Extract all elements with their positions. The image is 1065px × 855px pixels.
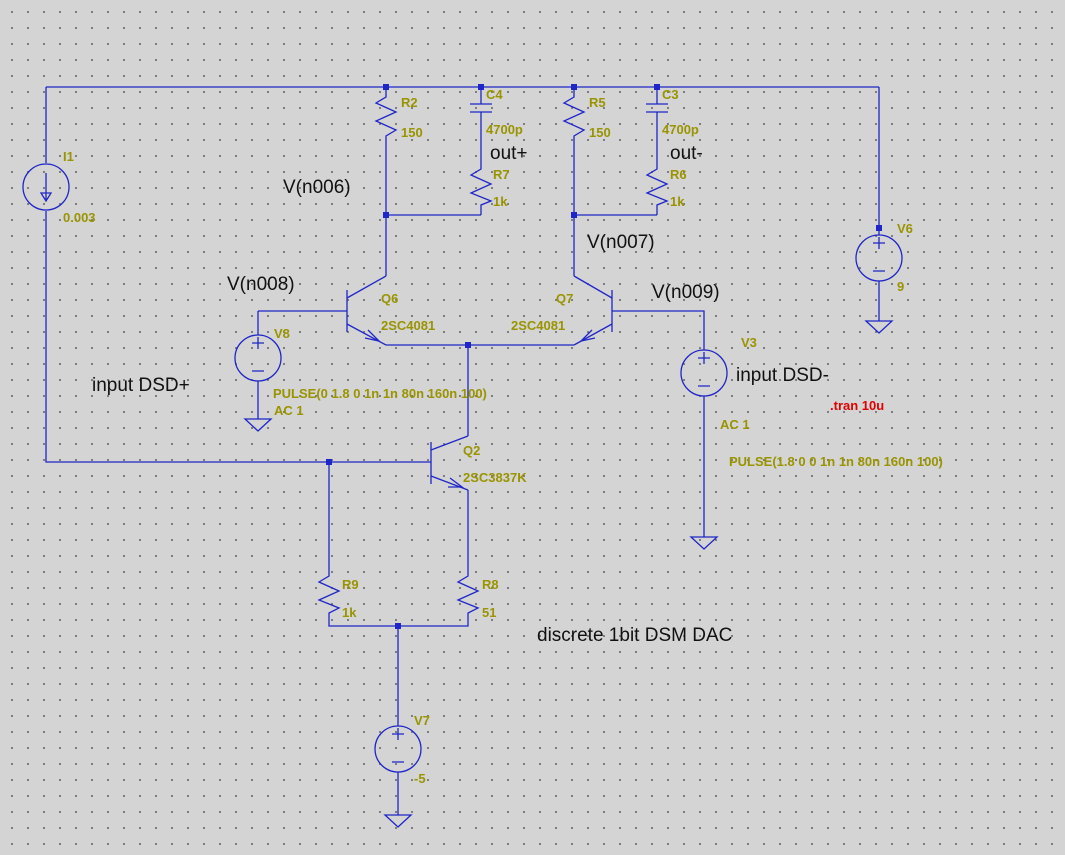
r7-name: R7 — [493, 167, 510, 182]
resistor-r2[interactable] — [374, 92, 398, 145]
capacitor-c4[interactable] — [470, 103, 492, 113]
voltage-source-v6[interactable] — [855, 234, 903, 282]
v7-value: -5 — [414, 771, 426, 786]
i1-name: I1 — [63, 149, 74, 164]
q2-name: Q2 — [463, 443, 480, 458]
c3-value: 4700p — [662, 122, 699, 137]
junction-dot — [478, 84, 484, 90]
input-dsd-plus-label: input DSD+ — [92, 375, 190, 396]
v8-ac: AC 1 — [274, 403, 304, 418]
q7-model: 2SC4081 — [511, 318, 565, 333]
voltage-source-v3[interactable] — [680, 349, 728, 397]
out-minus-label: out- — [670, 143, 703, 164]
ground-v6[interactable] — [864, 320, 894, 334]
schematic-title: discrete 1bit DSM DAC — [537, 625, 732, 646]
v6-value: 9 — [897, 279, 904, 294]
voltage-source-v8[interactable] — [234, 334, 282, 382]
r6-name: R6 — [670, 167, 687, 182]
r2-name: R2 — [401, 95, 418, 110]
v3-ac: AC 1 — [720, 417, 750, 432]
r5-name: R5 — [589, 95, 606, 110]
junctions — [326, 84, 882, 629]
resistor-r9[interactable] — [317, 571, 341, 618]
resistor-r6[interactable] — [645, 164, 669, 210]
r6-value: 1k — [670, 194, 685, 209]
v8-value: PULSE(0 1.8 0 1n 1n 80n 160n 100) — [273, 386, 487, 401]
junction-dot — [571, 84, 577, 90]
transistor-q6[interactable] — [346, 275, 387, 346]
r5-value: 150 — [589, 125, 611, 140]
transistor-q2[interactable] — [430, 435, 469, 491]
c4-value: 4700p — [486, 122, 523, 137]
input-dsd-minus-label: input DSD- — [736, 365, 829, 386]
net-n007-label: V(n007) — [587, 232, 655, 253]
wires — [45, 86, 880, 815]
ground-v3[interactable] — [689, 536, 719, 550]
junction-dot — [383, 212, 389, 218]
capacitor-c3[interactable] — [646, 103, 668, 113]
current-source-i1[interactable] — [22, 163, 70, 211]
c4-name: C4 — [486, 87, 503, 102]
wire-i1-bottom[interactable] — [45, 211, 431, 463]
r2-value: 150 — [401, 125, 423, 140]
voltage-source-v7[interactable] — [374, 725, 422, 773]
junction-dot — [465, 342, 471, 348]
v3-value: PULSE(1.8 0 0 1n 1n 80n 160n 100) — [729, 454, 943, 469]
r9-value: 1k — [342, 605, 357, 620]
c3-name: C3 — [662, 87, 679, 102]
junction-dot — [654, 84, 660, 90]
ground-v8[interactable] — [243, 418, 273, 432]
net-n008-label: V(n008) — [227, 274, 295, 295]
net-n006-label: V(n006) — [283, 177, 351, 198]
r8-value: 51 — [482, 605, 496, 620]
out-plus-label: out+ — [490, 143, 528, 164]
r9-name: R9 — [342, 577, 359, 592]
v8-name: V8 — [274, 326, 290, 341]
wire-q7-base[interactable] — [612, 310, 705, 350]
junction-dot — [395, 623, 401, 629]
spice-directive[interactable]: .tran 10u — [830, 398, 884, 413]
q7-name: Q7 — [556, 291, 573, 306]
junction-dot — [383, 84, 389, 90]
ground-v7[interactable] — [383, 814, 413, 828]
net-n009-label: V(n009) — [652, 282, 720, 303]
resistor-r8[interactable] — [456, 571, 480, 618]
v7-name: V7 — [414, 713, 430, 728]
junction-dot — [571, 212, 577, 218]
junction-dot — [326, 459, 332, 465]
r7-value: 1k — [493, 194, 508, 209]
transistor-q7[interactable] — [573, 275, 613, 346]
v6-name: V6 — [897, 221, 913, 236]
junction-dot — [876, 225, 882, 231]
q6-name: Q6 — [381, 291, 398, 306]
q2-model: 2SC3837K — [463, 470, 527, 485]
resistor-r7[interactable] — [469, 164, 493, 210]
v3-name: V3 — [741, 335, 757, 350]
i1-value: 0.003 — [63, 210, 96, 225]
q6-model: 2SC4081 — [381, 318, 435, 333]
resistor-r5[interactable] — [562, 92, 586, 145]
r8-name: R8 — [482, 577, 499, 592]
